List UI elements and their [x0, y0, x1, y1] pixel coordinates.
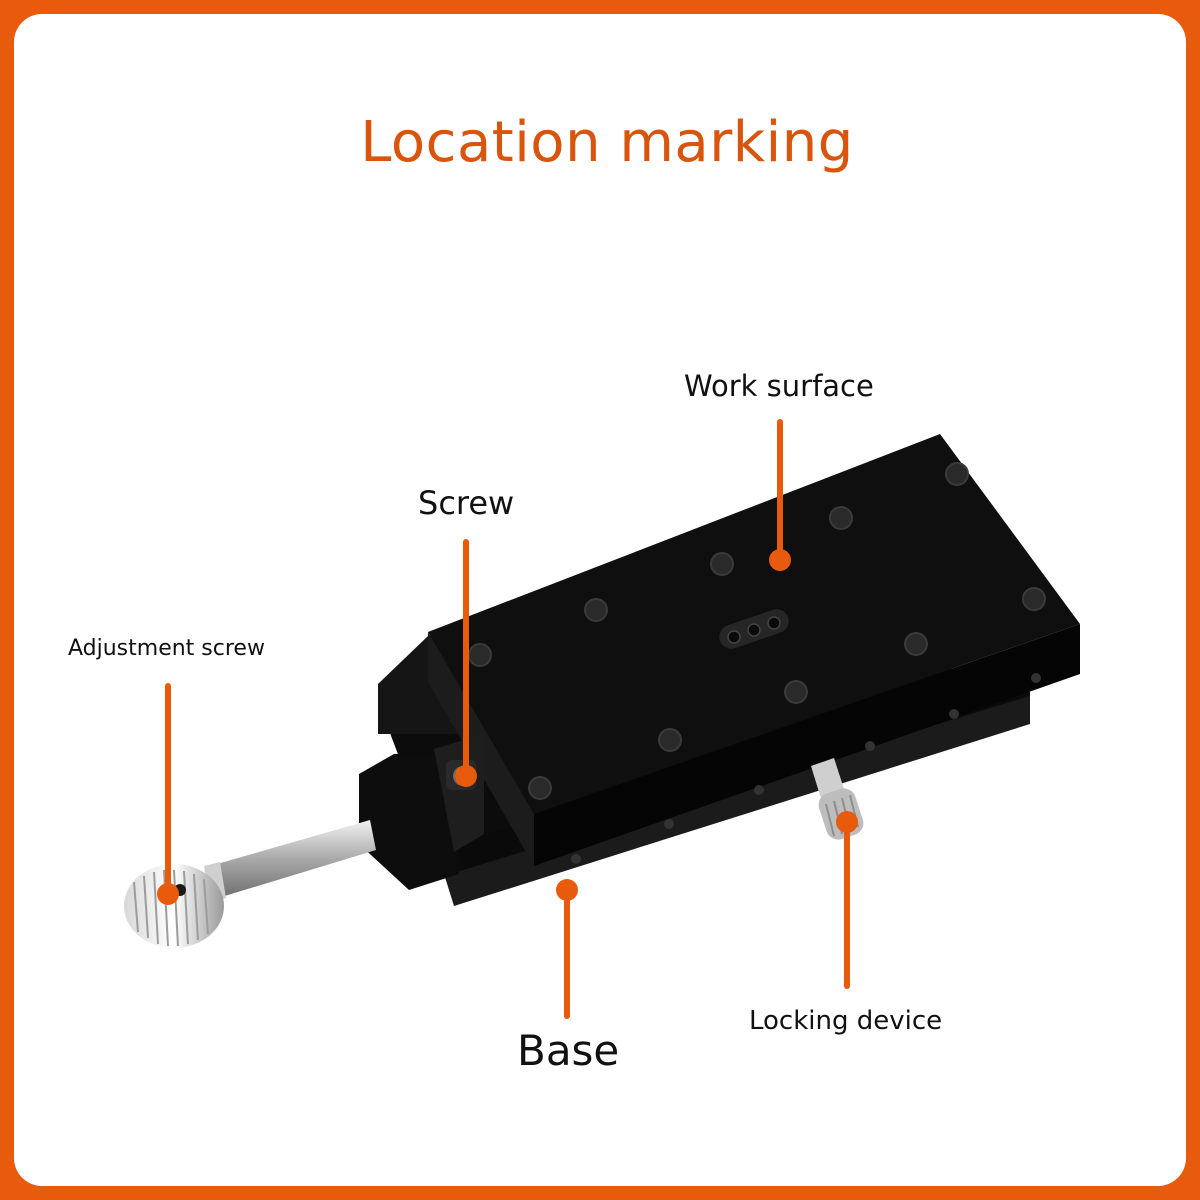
adjustment-rod	[204, 820, 376, 904]
work-surface-label: Work surface	[684, 369, 874, 403]
knurled-knob	[124, 864, 224, 948]
page-title: Location marking	[360, 110, 854, 175]
locking-device-callout-dot	[836, 811, 858, 833]
base-label: Base	[517, 1026, 620, 1075]
screw-callout-dot	[455, 765, 477, 787]
linear-stage-illustration	[124, 419, 1080, 1019]
base-callout-dot	[556, 879, 578, 901]
screw-label: Screw	[418, 484, 515, 522]
work-surface-plate	[428, 434, 1080, 866]
adjustment-screw-callout-dot	[157, 883, 179, 905]
adjustment-screw-label: Adjustment screw	[68, 636, 265, 661]
locking-device-label: Locking device	[749, 1006, 943, 1036]
content-card: Location marking Work surface Screw Adju…	[14, 14, 1186, 1186]
work-surface-callout-dot	[769, 549, 791, 571]
